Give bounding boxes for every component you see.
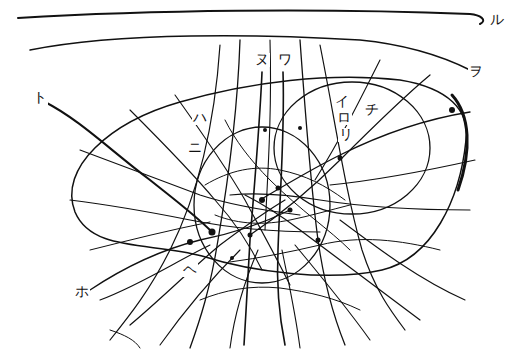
callout-letter: リ <box>338 128 354 142</box>
callout-letter: ニ <box>187 141 203 155</box>
callout-letter: ロ <box>336 111 352 125</box>
callout-letter: イ <box>334 95 350 109</box>
callout-letter: ヘ <box>182 263 198 277</box>
callout-letter: ワ <box>277 53 293 67</box>
callout-letter: チ <box>364 103 380 117</box>
callout-letter: ヌ <box>254 53 270 67</box>
callout-letter: ト <box>32 91 48 105</box>
callout-letter: ハ <box>192 111 208 125</box>
callout-letter: ホ <box>74 285 90 299</box>
callout-letter: ヲ <box>468 65 484 79</box>
callout-letter: ル <box>489 13 505 27</box>
